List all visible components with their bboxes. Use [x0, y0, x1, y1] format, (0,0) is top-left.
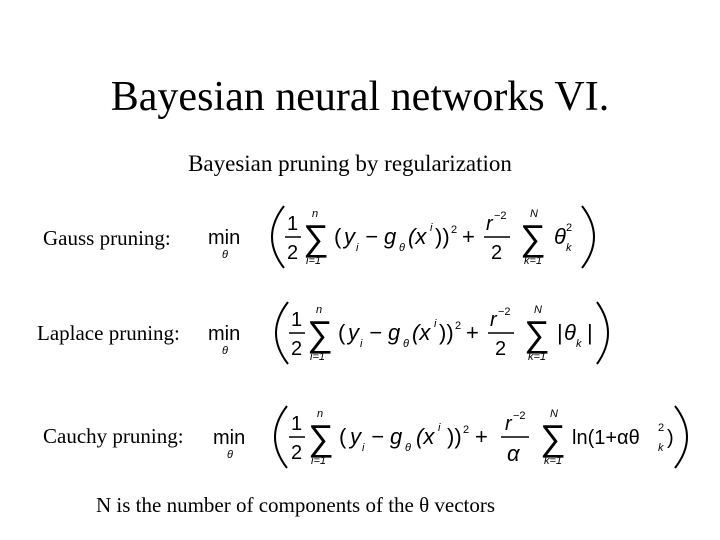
right-paren [674, 405, 688, 469]
residual-square: 2 [451, 224, 457, 236]
x-superscript: i [430, 222, 433, 234]
sum2-index: k=1 [544, 455, 562, 467]
r-base: r [505, 413, 513, 435]
sum-upper: n [316, 304, 322, 316]
x-term: (x [408, 224, 427, 249]
residual-open-paren: ( [339, 424, 347, 449]
left-paren [275, 301, 289, 365]
penalty-denominator: 2 [491, 242, 502, 264]
plus-sign: + [475, 424, 488, 449]
sum-upper: n [312, 208, 318, 220]
sum-sign: ∑ [303, 217, 329, 258]
r-exponent: −2 [494, 210, 507, 222]
left-paren [274, 405, 288, 469]
y-variable: y [348, 424, 363, 449]
residual-close: )) [447, 424, 462, 449]
sum-sign: ∑ [307, 313, 333, 354]
sum2-upper: N [530, 208, 538, 220]
residual-close: )) [439, 320, 454, 345]
g-term: − g [371, 424, 403, 449]
r-exponent: −2 [513, 410, 526, 422]
slide-subtitle: Bayesian pruning by regularization [188, 151, 512, 176]
penalty-denominator: 2 [495, 338, 506, 360]
half-numerator: 1 [291, 413, 302, 435]
r-exponent: −2 [498, 306, 511, 318]
sum-index: i=1 [310, 351, 325, 363]
sum2-sign: ∑ [520, 217, 546, 258]
residual-open-paren: ( [338, 320, 346, 345]
x-term: (x [416, 424, 435, 449]
theta-term: θ [554, 224, 566, 249]
log-close: ) [667, 427, 674, 449]
right-paren [581, 205, 595, 269]
sum2-index: k=1 [524, 255, 542, 267]
slide-title: Bayesian neural networks VI. [110, 74, 610, 120]
x-superscript: i [434, 318, 437, 330]
plus-sign: + [466, 320, 479, 345]
y-subscript: i [360, 338, 363, 350]
g-term: − g [369, 320, 401, 345]
sum2-sign: ∑ [540, 417, 566, 458]
min-operator: min [213, 427, 245, 449]
g-term: − g [365, 224, 397, 249]
sum-upper: n [317, 408, 323, 420]
sum2-sign: ∑ [524, 313, 550, 354]
half-denominator: 2 [291, 338, 302, 360]
x-term: (x [412, 320, 431, 345]
right-paren [596, 301, 609, 365]
sum2-index: k=1 [528, 351, 546, 363]
residual-open-paren: ( [334, 224, 342, 249]
sum2-upper: N [534, 304, 542, 316]
gauss-pruning-label: Gauss pruning: [43, 226, 171, 250]
min-operator: min [208, 227, 240, 249]
min-subscript: θ [222, 249, 228, 261]
cauchy-pruning-label: Cauchy pruning: [43, 424, 184, 448]
sum-sign: ∑ [308, 417, 334, 458]
min-subscript: θ [227, 449, 233, 461]
half-numerator: 1 [287, 213, 298, 235]
abs-open: | [557, 320, 563, 345]
residual-square: 2 [455, 320, 461, 332]
g-subscript: θ [399, 242, 405, 254]
y-subscript: i [356, 242, 359, 254]
abs-close: | [587, 320, 593, 345]
y-subscript: i [362, 442, 365, 454]
min-operator: min [208, 323, 240, 345]
theta-subscript: k [566, 242, 572, 254]
sum-index: i=1 [311, 455, 326, 467]
penalty-denominator: α [507, 441, 521, 466]
plus-sign: + [462, 224, 475, 249]
cauchy-formula: min θ 1 2 n ∑ i=1 ( y i − g θ (x i )) 2 … [213, 405, 688, 469]
residual-close: )) [435, 224, 450, 249]
theta-superscript: 2 [566, 222, 572, 234]
gauss-formula: min θ 1 2 n ∑ i=1 ( y i − g θ (x i )) 2 … [208, 205, 595, 269]
theta-subscript: k [576, 338, 582, 350]
half-denominator: 2 [291, 442, 302, 464]
sum-index: i=1 [306, 255, 321, 267]
y-variable: y [342, 224, 357, 249]
g-subscript: θ [403, 338, 409, 350]
r-base: r [486, 213, 494, 235]
laplace-formula: min θ 1 2 n ∑ i=1 ( y i − g θ (x i )) 2 … [208, 301, 609, 365]
half-numerator: 1 [291, 309, 302, 331]
theta-term: θ [564, 320, 576, 345]
sum2-upper: N [550, 408, 558, 420]
theta-superscript: 2 [658, 422, 664, 434]
g-subscript: θ [405, 442, 411, 454]
min-subscript: θ [222, 345, 228, 357]
theta-subscript: k [658, 442, 664, 454]
y-variable: y [346, 320, 361, 345]
x-superscript: i [438, 422, 441, 434]
r-base: r [490, 309, 498, 331]
footnote: N is the number of components of the θ v… [96, 493, 496, 517]
log-term: ln(1+αθ [572, 427, 640, 449]
residual-square: 2 [463, 424, 469, 436]
half-denominator: 2 [287, 242, 298, 264]
left-paren [271, 205, 285, 269]
laplace-pruning-label: Laplace pruning: [37, 321, 180, 345]
